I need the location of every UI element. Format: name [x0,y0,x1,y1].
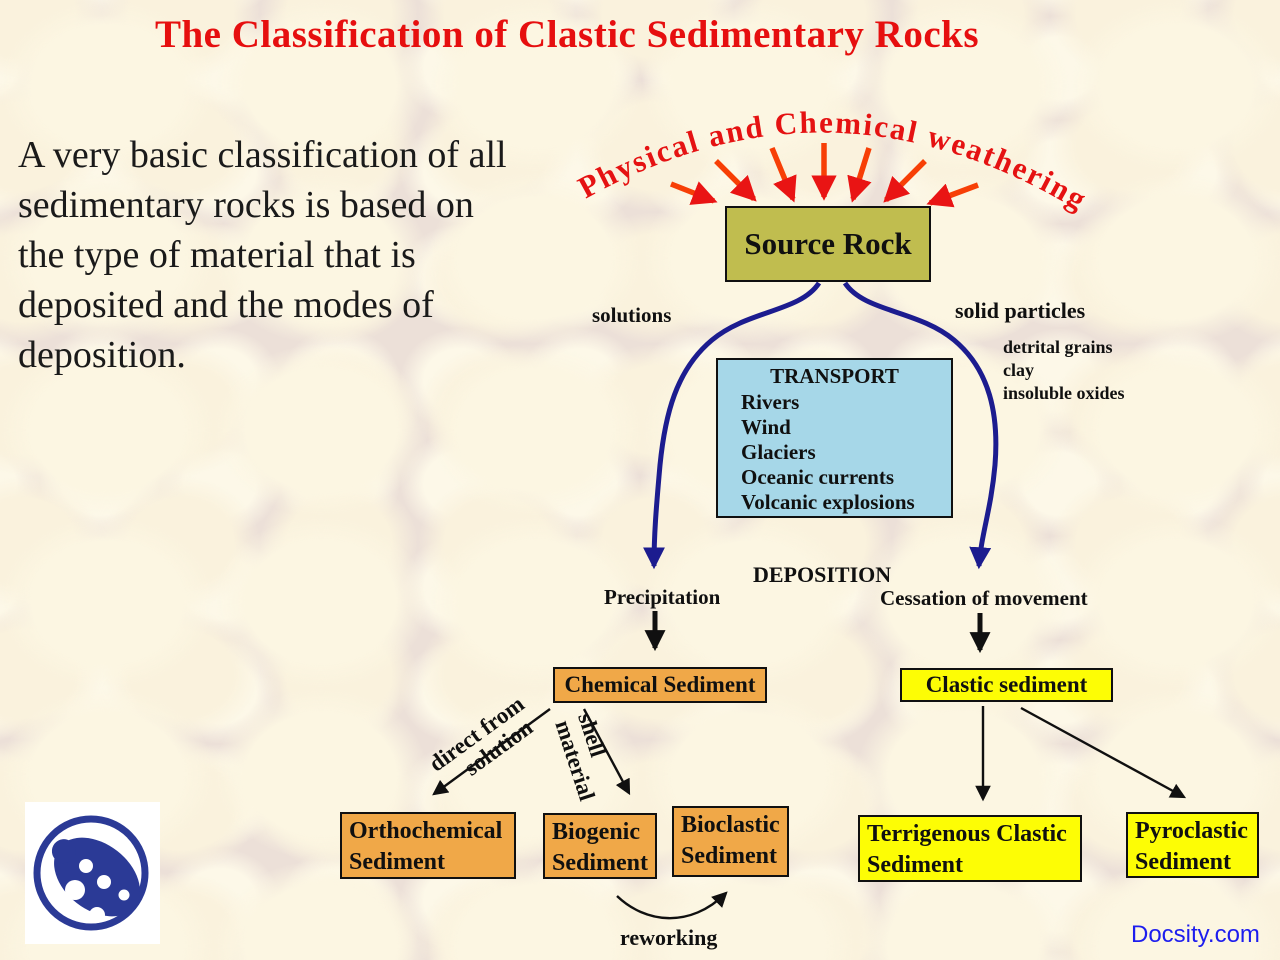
weathering-arrow [714,159,757,202]
page-title: The Classification of Clastic Sedimentar… [154,13,980,56]
docsity-ocarina-logo-icon [25,802,160,944]
pyroclastic-arrow [1020,706,1187,799]
particle-type-clay: clay [1003,360,1034,380]
clastic-sediment-box: Clastic sediment [900,668,1113,702]
biogenic-sediment-box: Biogenic Sediment [543,813,657,879]
bioclastic-sediment-box: Bioclastic Sediment [672,806,789,877]
reworking-label: reworking [620,925,718,950]
cessation-of-movement-label: Cessation of movement [880,586,1088,610]
direct-from-solution-arrow [432,708,551,796]
source-rock-box: Source Rock [725,206,931,282]
transport-mode: Volcanic explosions [741,490,915,514]
chemical-sediment-box: Chemical Sediment [553,667,767,703]
shell-material-arrow [582,708,631,796]
solid-particles-label: solid particles [955,298,1086,323]
pyroclastic-sediment-box: Pyroclastic Sediment [1126,812,1259,878]
reworking-arrow [616,891,728,920]
terrigenous-clastic-sediment-box: Terrigenous Clastic Sediment [858,815,1082,882]
weathering-arc-text: Physical and Chemical weathering [572,105,1094,218]
transport-mode: Oceanic currents [741,465,894,489]
branch-arrows [432,706,1187,920]
weathering-arrow [847,147,872,203]
weathering-arrow [926,182,979,208]
transport-box: TRANSPORT Rivers Wind Glaciers Oceanic c… [716,358,953,518]
precipitation-label: Precipitation [604,585,721,609]
deposition-arrows [644,611,991,654]
transport-title: TRANSPORT [770,364,899,388]
particle-type-insoluble-oxides: insoluble oxides [1003,383,1125,403]
transport-mode: Wind [741,415,791,439]
weathering-arrow [883,159,927,203]
transport-mode: Rivers [741,390,800,414]
docsity-watermark-link[interactable]: Docsity.com [1131,921,1260,948]
solutions-label: solutions [592,303,672,327]
weathering-arrows [669,143,979,208]
transport-modes-list: Rivers Wind Glaciers Oceanic currents Vo… [718,390,951,515]
solutions-flow-curve [643,281,822,570]
particle-type-detrital-grains: detrital grains [1003,337,1113,357]
weathering-arrow [769,146,797,203]
deposition-label: DEPOSITION [753,562,892,587]
orthochemical-sediment-box: Orthochemical Sediment [340,812,516,879]
solid-particles-flow-curve [842,281,999,570]
transport-mode: Glaciers [741,440,816,464]
weathering-arrow [669,181,718,205]
flow-curves [643,281,999,570]
intro-text: A very basic classification of all sedim… [18,134,507,376]
